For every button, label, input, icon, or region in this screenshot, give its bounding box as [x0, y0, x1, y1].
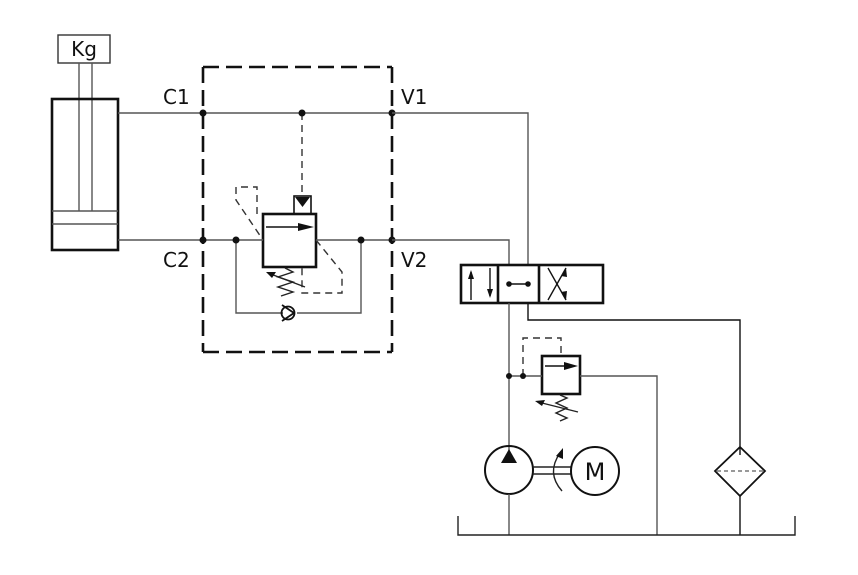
load-label: Kg	[71, 37, 97, 61]
hydraulic-pump	[484, 445, 534, 535]
relief-valve	[506, 337, 658, 535]
line-v2	[392, 239, 510, 265]
return-line	[527, 303, 741, 455]
port-c1-label: C1	[163, 85, 190, 109]
check-valve	[235, 240, 362, 322]
port-v2-label: V2	[401, 248, 427, 272]
motor-label: M	[585, 458, 606, 486]
valve-block-boundary	[201, 65, 394, 354]
directional-control-valve	[459, 263, 605, 305]
return-filter	[713, 445, 767, 535]
port-v1-label: V1	[401, 85, 427, 109]
load-weight: Kg	[57, 34, 111, 64]
counterbalance-valve	[235, 186, 343, 297]
tank	[457, 516, 796, 536]
pilot-arrow-icon	[295, 197, 310, 207]
hydraulic-cylinder	[50, 63, 120, 252]
line-v1	[392, 112, 529, 265]
port-c2-label: C2	[163, 248, 190, 272]
electric-motor: M	[570, 446, 620, 496]
rotation-arrow-icon	[556, 448, 563, 459]
